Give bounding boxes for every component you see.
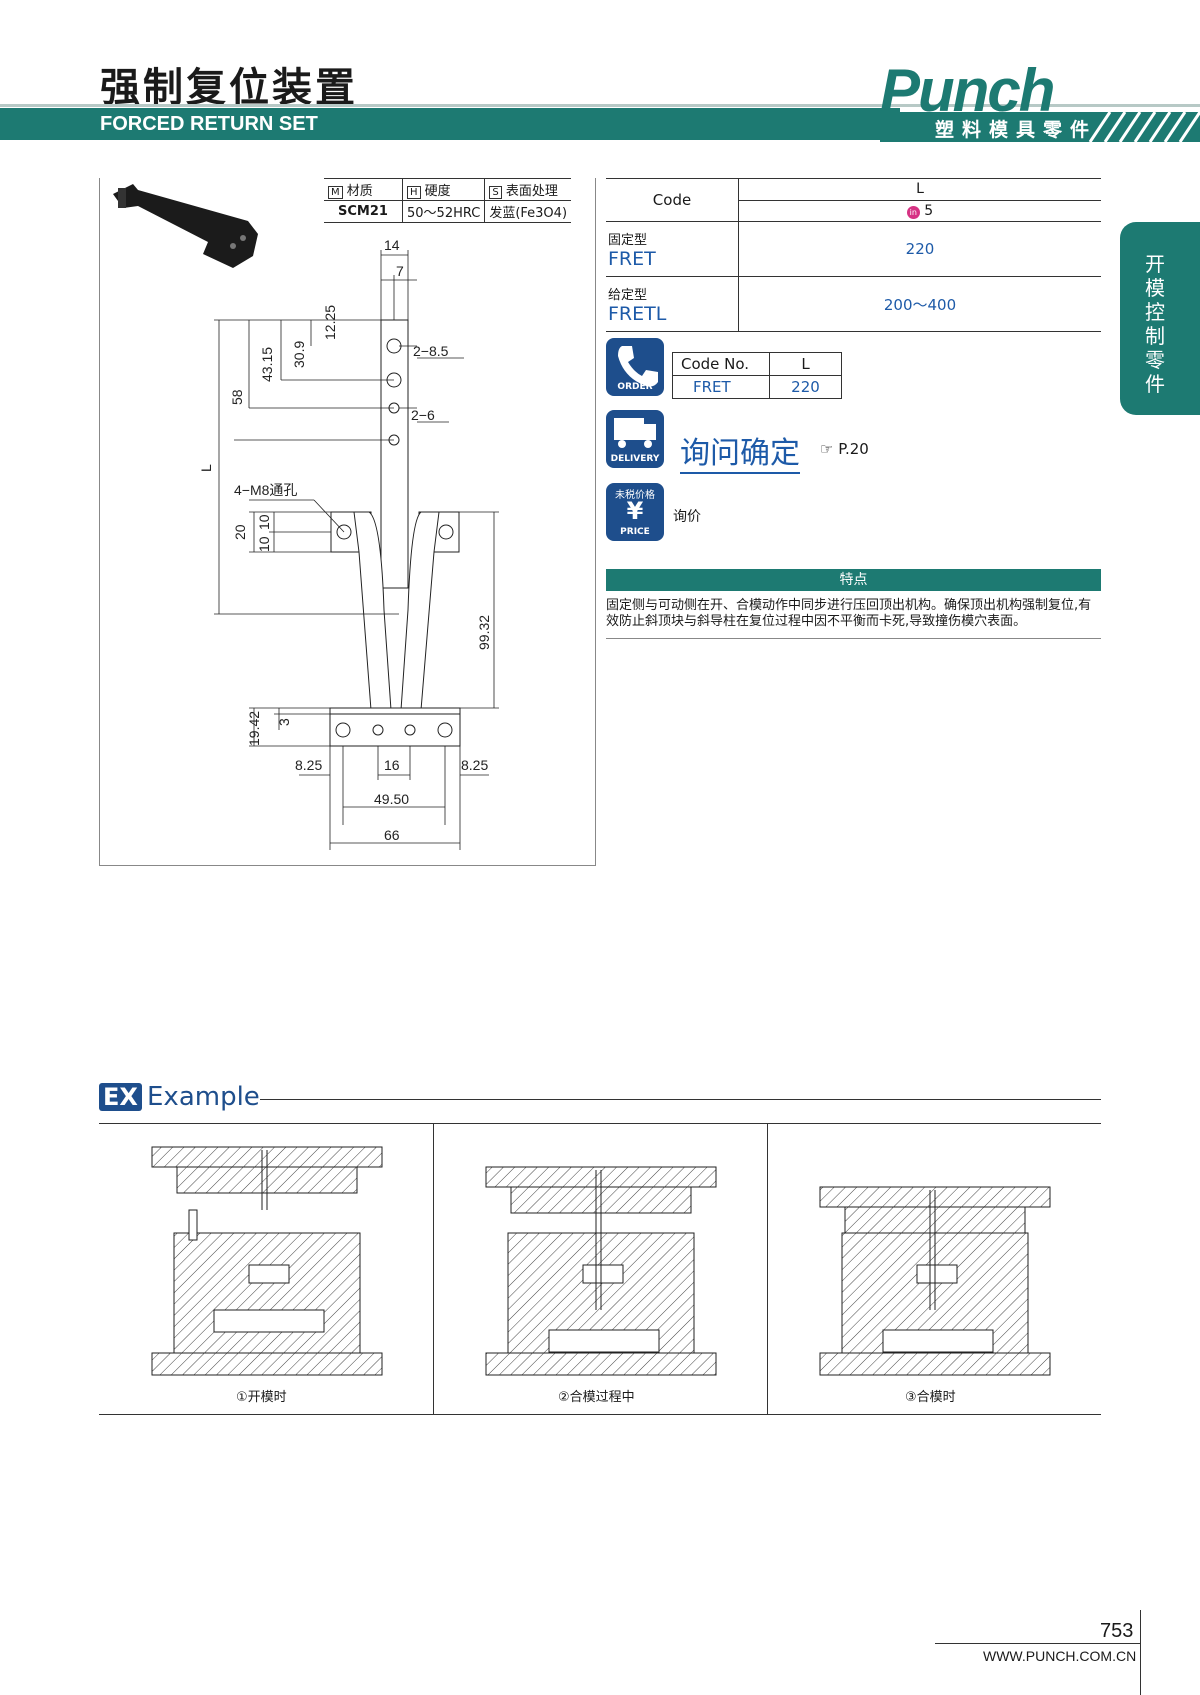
delivery-truck-icon: DELIVERY [606, 410, 664, 468]
dim-10b: 10 [256, 536, 272, 552]
dim-10a: 10 [256, 514, 272, 530]
spec-code-header: Code [606, 178, 739, 222]
dim-99_32: 99.32 [476, 615, 492, 650]
footer-url[interactable]: WWW.PUNCH.COM.CN [983, 1648, 1137, 1664]
spec-row-code[interactable]: FRET [608, 247, 656, 270]
spec-table: Code L in 5 固定型 FRET 220 给定型 FRETL 200～4… [606, 178, 1101, 332]
example-caption-2: ②合模过程中 [558, 1390, 635, 1405]
technical-drawing: 14 7 2−8.5 2−6 58 43.15 30.9 12.25 L 4−M… [198, 237, 499, 850]
example-divider [767, 1124, 768, 1414]
spec-row-type: 固定型 [608, 232, 648, 248]
order-value-l: 220 [769, 375, 842, 399]
spec-l-header: L [738, 178, 1101, 201]
example-divider [433, 1124, 434, 1414]
dim-20: 20 [232, 524, 248, 540]
dim-16: 16 [384, 757, 400, 773]
pointing-hand-icon: ☞ [820, 440, 834, 458]
spec-row-type: 给定型 [608, 287, 648, 303]
spec-row-code[interactable]: FRETL [608, 302, 667, 325]
material-icon: M [328, 186, 343, 199]
features-text: 固定侧与可动侧在开、合模动作中同步进行压回顶出机构。确保顶出机构强制复位,有效防… [606, 598, 1101, 639]
example-frame [99, 1123, 1101, 1415]
drawing-frame [99, 178, 596, 866]
example-caption-1: ①开模时 [236, 1390, 287, 1405]
spec-l-increment: 5 [924, 202, 934, 219]
price-icon-label: PRICE [620, 527, 650, 537]
dim-14: 14 [384, 237, 400, 253]
example-heading: EX Example [99, 1082, 260, 1112]
mold-illustrations [151, 1146, 1051, 1376]
order-header-code: Code No. [672, 352, 770, 376]
dim-8_25-right: 8.25 [461, 757, 488, 773]
page-title-en: FORCED RETURN SET [100, 113, 318, 135]
dim-58: 58 [229, 389, 245, 405]
dim-30_9: 30.9 [291, 341, 307, 368]
hardness-value: 50～52HRC [401, 200, 485, 223]
hardness-header: 硬度 [424, 184, 451, 199]
price-yen-icon: 未税价格 ¥ PRICE [606, 483, 664, 541]
example-rule [260, 1099, 1101, 1100]
order-value-code: FRET [672, 375, 770, 399]
spec-row-l: 200～400 [738, 276, 1101, 332]
hardness-icon: H [407, 186, 421, 199]
dim-43_15: 43.15 [259, 347, 275, 382]
mold-closing [485, 1166, 717, 1376]
yen-icon: ¥ [626, 497, 644, 525]
spec-row-l: 220 [738, 221, 1101, 277]
features-title: 特点 [839, 572, 868, 588]
dim-8_25-left: 8.25 [295, 757, 322, 773]
order-phone-icon: ORDER [606, 338, 664, 396]
dim-12_25: 12.25 [322, 305, 338, 340]
delivery-ref-page: P.20 [838, 440, 869, 458]
dim-19_42: 19.42 [246, 711, 262, 746]
dim-hole-2-6: 2−6 [411, 407, 435, 423]
product-photo [113, 184, 258, 268]
material-value: SCM21 [324, 200, 403, 223]
price-text: 询价 [673, 509, 701, 525]
dim-4-m8-hole: 4−M8通孔 [234, 482, 297, 498]
material-table: M 材质 H 硬度 S 表面处理 SCM21 50～52HRC 发蓝(Fe3O4… [324, 178, 572, 223]
dim-49_50: 49.50 [374, 791, 409, 807]
mold-closed [819, 1186, 1051, 1376]
header-bar [0, 108, 900, 140]
example-title: Example [147, 1082, 260, 1112]
stripe-decoration [1088, 112, 1200, 142]
dim-hole-2-8_5: 2−8.5 [413, 343, 449, 359]
material-header: 材质 [346, 184, 373, 199]
page-title-cn: 强制复位装置 [100, 65, 358, 111]
delivery-text: 询问确定 [680, 428, 800, 474]
footer-hrule [935, 1643, 1140, 1644]
side-category-tab[interactable]: 开模控制零件 [1120, 222, 1200, 415]
example-caption-3: ③合模时 [905, 1390, 956, 1405]
delivery-ref[interactable]: ☞ P.20 [820, 440, 869, 458]
surface-value: 发蓝(Fe3O4) [484, 200, 572, 223]
header-rule [0, 104, 1200, 107]
surface-header: 表面处理 [505, 184, 558, 199]
price-icon-top: 未税价格 [615, 490, 655, 501]
footer-vrule [1140, 1610, 1141, 1695]
delivery-icon-label: DELIVERY [610, 454, 660, 464]
surface-icon: S [489, 186, 502, 199]
dim-L: L [198, 464, 214, 472]
dim-66: 66 [384, 827, 400, 843]
mold-open [151, 1146, 383, 1376]
dim-7: 7 [396, 263, 404, 279]
order-icon-label: ORDER [617, 382, 653, 392]
page-number: 753 [1100, 1620, 1134, 1642]
example-badge: EX [99, 1083, 142, 1111]
order-header-l: L [769, 352, 842, 376]
brand-sub-text: 塑料模具零件 [935, 119, 1098, 141]
dim-3: 3 [276, 718, 292, 726]
increment-icon: in [906, 205, 920, 219]
features-bar: 特点 [606, 569, 1101, 591]
side-category-label: 开模控制零件 [1145, 252, 1165, 396]
brand-sub-bar: 塑料模具零件 [880, 112, 1200, 142]
